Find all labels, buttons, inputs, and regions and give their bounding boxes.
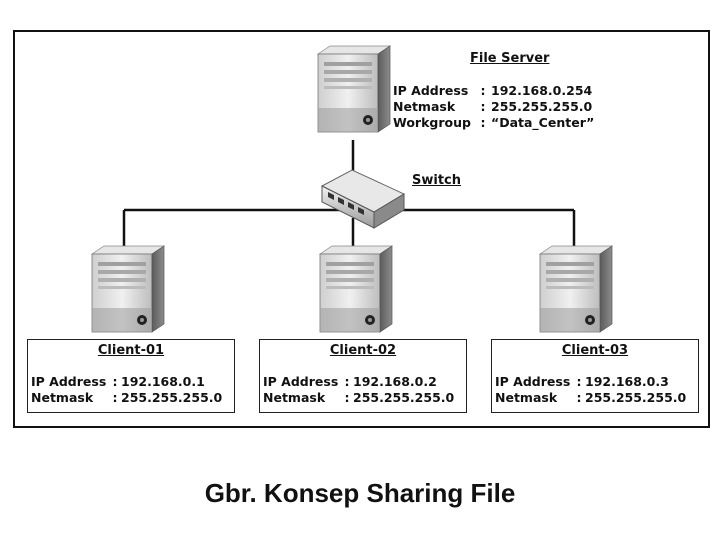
netmask-value: 255.255.255.0 — [585, 390, 687, 405]
client-01-config: IP Address : 192.168.0.1 Netmask : 255.2… — [31, 374, 222, 406]
netmask-value: 255.255.255.0 — [491, 99, 593, 114]
separator: : — [480, 99, 486, 114]
client-01-info-box: Client-01 IP Address : 192.168.0.1 Netma… — [27, 339, 235, 413]
client-01-ip-row: IP Address : 192.168.0.1 — [31, 374, 222, 390]
client-01-title: Client-01 — [97, 343, 165, 358]
file-server-title: File Server — [470, 51, 550, 66]
file-server-netmask-row: Netmask : 255.255.255.0 — [393, 99, 594, 115]
workgroup-value: “Data_Center” — [491, 115, 595, 130]
ip-value: 192.168.0.254 — [491, 83, 593, 98]
client-03-netmask-row: Netmask : 255.255.255.0 — [495, 390, 686, 406]
netmask-value: 255.255.255.0 — [121, 390, 223, 405]
ip-value: 192.168.0.2 — [353, 374, 437, 389]
client-03-title: Client-03 — [561, 343, 629, 358]
separator: : — [480, 83, 486, 98]
client-02-title: Client-02 — [329, 343, 397, 358]
separator: : — [112, 374, 118, 389]
separator: : — [576, 374, 582, 389]
client-02-ip-row: IP Address : 192.168.0.2 — [263, 374, 454, 390]
separator: : — [576, 390, 582, 405]
client-03-ip-row: IP Address : 192.168.0.3 — [495, 374, 686, 390]
workgroup-label: Workgroup — [393, 115, 471, 130]
network-switch-icon — [320, 169, 406, 229]
ip-label: IP Address — [495, 374, 571, 389]
figure-caption: Gbr. Konsep Sharing File — [204, 478, 516, 508]
file-server-config: IP Address : 192.168.0.254 Netmask : 255… — [393, 83, 594, 131]
separator: : — [344, 374, 350, 389]
ip-value: 192.168.0.3 — [585, 374, 669, 389]
client-03-config: IP Address : 192.168.0.3 Netmask : 255.2… — [495, 374, 686, 406]
ip-label: IP Address — [263, 374, 339, 389]
client-01-computer-icon — [91, 245, 165, 333]
file-server-ip-row: IP Address : 192.168.0.254 — [393, 83, 594, 99]
switch-label: Switch — [412, 173, 462, 188]
netmask-label: Netmask — [263, 390, 326, 405]
netmask-label: Netmask — [393, 99, 456, 114]
netmask-label: Netmask — [495, 390, 558, 405]
client-02-info-box: Client-02 IP Address : 192.168.0.2 Netma… — [259, 339, 467, 413]
client-02-config: IP Address : 192.168.0.2 Netmask : 255.2… — [263, 374, 454, 406]
file-server-workgroup-row: Workgroup : “Data_Center” — [393, 115, 594, 131]
ip-value: 192.168.0.1 — [121, 374, 205, 389]
separator: : — [480, 115, 486, 130]
ip-label: IP Address — [31, 374, 107, 389]
client-02-netmask-row: Netmask : 255.255.255.0 — [263, 390, 454, 406]
client-02-computer-icon — [319, 245, 393, 333]
client-03-info-box: Client-03 IP Address : 192.168.0.3 Netma… — [491, 339, 699, 413]
file-server-computer-icon — [317, 45, 391, 133]
ip-label: IP Address — [393, 83, 469, 98]
client-03-computer-icon — [539, 245, 613, 333]
netmask-value: 255.255.255.0 — [353, 390, 455, 405]
separator: : — [112, 390, 118, 405]
separator: : — [344, 390, 350, 405]
netmask-label: Netmask — [31, 390, 94, 405]
client-01-netmask-row: Netmask : 255.255.255.0 — [31, 390, 222, 406]
